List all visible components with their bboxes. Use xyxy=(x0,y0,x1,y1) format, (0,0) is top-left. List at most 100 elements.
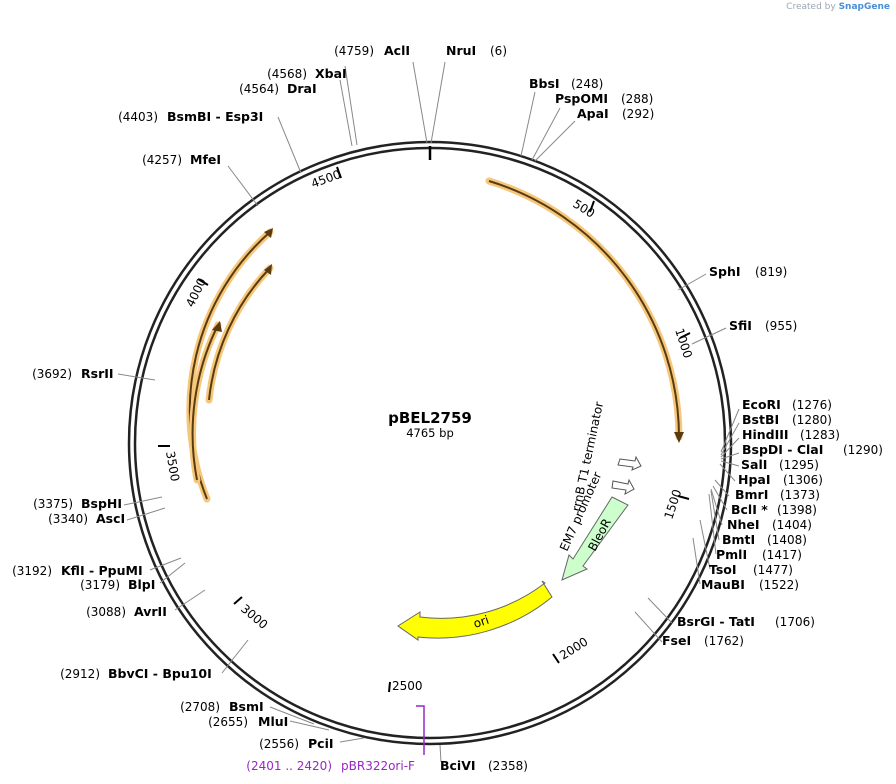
enzyme-name: SalI xyxy=(741,457,767,472)
credit-prefix: Created by xyxy=(786,2,836,12)
enzyme-name: BsmBI - Esp3I xyxy=(167,109,263,124)
enzyme-pos: (6) xyxy=(490,44,507,58)
enzyme-name: MauBI xyxy=(701,577,745,592)
enzyme-name: TsoI xyxy=(709,562,737,577)
tick-label-3000: 3000 xyxy=(238,602,270,632)
backbone-inner-ring xyxy=(133,146,727,740)
enzyme-name: PspOMI xyxy=(555,91,608,106)
enzyme-name: NruI xyxy=(446,43,476,58)
tick-label-1500: 1500 xyxy=(662,488,685,521)
ori-label: ori xyxy=(472,613,491,631)
enzyme-name: DraI xyxy=(287,81,317,96)
tick-label-1000: 1000 xyxy=(672,327,695,360)
enzyme-name: BsrGI - TatI xyxy=(677,614,755,629)
enzyme-pos: (1404) xyxy=(772,518,812,532)
enzyme-pos: (819) xyxy=(755,265,787,279)
enzyme-name: HpaI xyxy=(738,472,771,487)
enzyme-name: AvrII xyxy=(134,604,167,619)
enzyme-name: MluI xyxy=(258,714,288,729)
enzyme-pos: (2708) xyxy=(180,700,220,714)
tick-label-2500: 2500 xyxy=(392,679,423,693)
enzyme-name: FseI xyxy=(662,633,691,648)
enzyme-pos: (1295) xyxy=(779,458,819,472)
enzyme-pos: (2655) xyxy=(208,715,248,729)
enzyme-pos: (3088) xyxy=(86,605,126,619)
enzyme-pos: (1373) xyxy=(780,488,820,502)
enzyme-pos: (4759) xyxy=(334,44,374,58)
enzyme-name: PmlI xyxy=(716,547,747,562)
enzyme-name: BspDI - ClaI xyxy=(742,442,823,457)
enzyme-name: BsmI xyxy=(229,699,264,714)
enzyme-pos: (3375) xyxy=(33,497,73,511)
plasmid-name: pBEL2759 xyxy=(388,409,472,427)
enzyme-name: BbsI xyxy=(529,76,560,91)
orange-feature-arcs xyxy=(186,177,684,503)
enzyme-pos: (3192) xyxy=(12,564,52,578)
arrowhead xyxy=(674,432,684,443)
tick-label-500: 500 xyxy=(570,197,597,221)
enzyme-pos: (3179) xyxy=(80,578,120,592)
leader-lines xyxy=(117,61,740,763)
enzyme-name: MfeI xyxy=(190,152,221,167)
enzyme-pos: (4403) xyxy=(118,110,158,124)
enzyme-name: BciVI xyxy=(440,758,476,773)
enzyme-pos: (1477) xyxy=(753,563,793,577)
snapgene-credit: Created by SnapGene xyxy=(786,2,890,12)
enzyme-name: AclI xyxy=(384,43,410,58)
primer-name: pBR322ori-F xyxy=(341,759,415,773)
enzyme-pos: (1706) xyxy=(775,615,815,629)
enzyme-pos: (2358) xyxy=(488,759,528,773)
enzyme-name: XbaI xyxy=(315,66,347,81)
enzyme-pos: (288) xyxy=(621,92,653,106)
enzyme-pos: (1408) xyxy=(767,533,807,547)
enzyme-name: BstBI xyxy=(742,412,779,427)
enzyme-pos: (1306) xyxy=(783,473,823,487)
enzyme-name: BmrI xyxy=(735,487,768,502)
enzyme-pos: (4257) xyxy=(142,153,182,167)
tick-label-2000: 2000 xyxy=(557,634,590,662)
scale-ticks xyxy=(158,166,691,693)
enzyme-pos: (1290) xyxy=(843,443,883,457)
enzyme-name: KflI - PpuMI xyxy=(61,563,143,578)
enzyme-pos: (1280) xyxy=(792,413,832,427)
enzyme-name: EcoRI xyxy=(742,397,781,412)
enzyme-name: SfiI xyxy=(729,318,752,333)
enzyme-pos: (3692) xyxy=(32,367,72,381)
tick-label-4000: 4000 xyxy=(183,276,209,310)
enzyme-pos: (1417) xyxy=(762,548,802,562)
enzyme-name: ApaI xyxy=(577,106,609,121)
enzyme-pos: (3340) xyxy=(48,512,88,526)
enzyme-pos: (4568) xyxy=(267,67,307,81)
enzyme-name: BspHI xyxy=(81,496,122,511)
primer-marker xyxy=(416,705,425,755)
promoter-arrow xyxy=(611,478,635,495)
enzyme-pos: (2556) xyxy=(259,737,299,751)
backbone-outer-ring xyxy=(127,140,733,746)
enzyme-pos: (955) xyxy=(765,319,797,333)
enzyme-name: SphI xyxy=(709,264,741,279)
terminator-arrow xyxy=(617,455,642,471)
enzyme-pos: (4564) xyxy=(239,82,279,96)
enzyme-name: BbvCI - Bpu10I xyxy=(108,666,212,681)
enzyme-pos: (248) xyxy=(571,77,603,91)
enzyme-pos: (1762) xyxy=(704,634,744,648)
enzyme-name: BmtI xyxy=(722,532,755,547)
enzyme-name: PciI xyxy=(308,736,334,751)
bleor-feature-arrow xyxy=(561,496,629,581)
ori-feature-arrow xyxy=(397,580,553,641)
enzyme-name: RsrII xyxy=(81,366,114,381)
snapgene-logo: SnapGene xyxy=(838,2,890,12)
primer-range: (2401 .. 2420) xyxy=(246,759,332,773)
enzyme-name: HindIII xyxy=(742,427,789,442)
enzyme-name: NheI xyxy=(727,517,760,532)
enzyme-pos: (1276) xyxy=(792,398,832,412)
tick-label-3500: 3500 xyxy=(163,450,182,483)
enzyme-name: AscI xyxy=(96,511,125,526)
plasmid-size: 4765 bp xyxy=(406,426,454,440)
enzyme-pos: (1283) xyxy=(800,428,840,442)
enzyme-pos: (1522) xyxy=(759,578,799,592)
enzyme-name: BlpI xyxy=(128,577,155,592)
enzyme-pos: (292) xyxy=(622,107,654,121)
enzyme-name: BclI * xyxy=(731,502,768,517)
